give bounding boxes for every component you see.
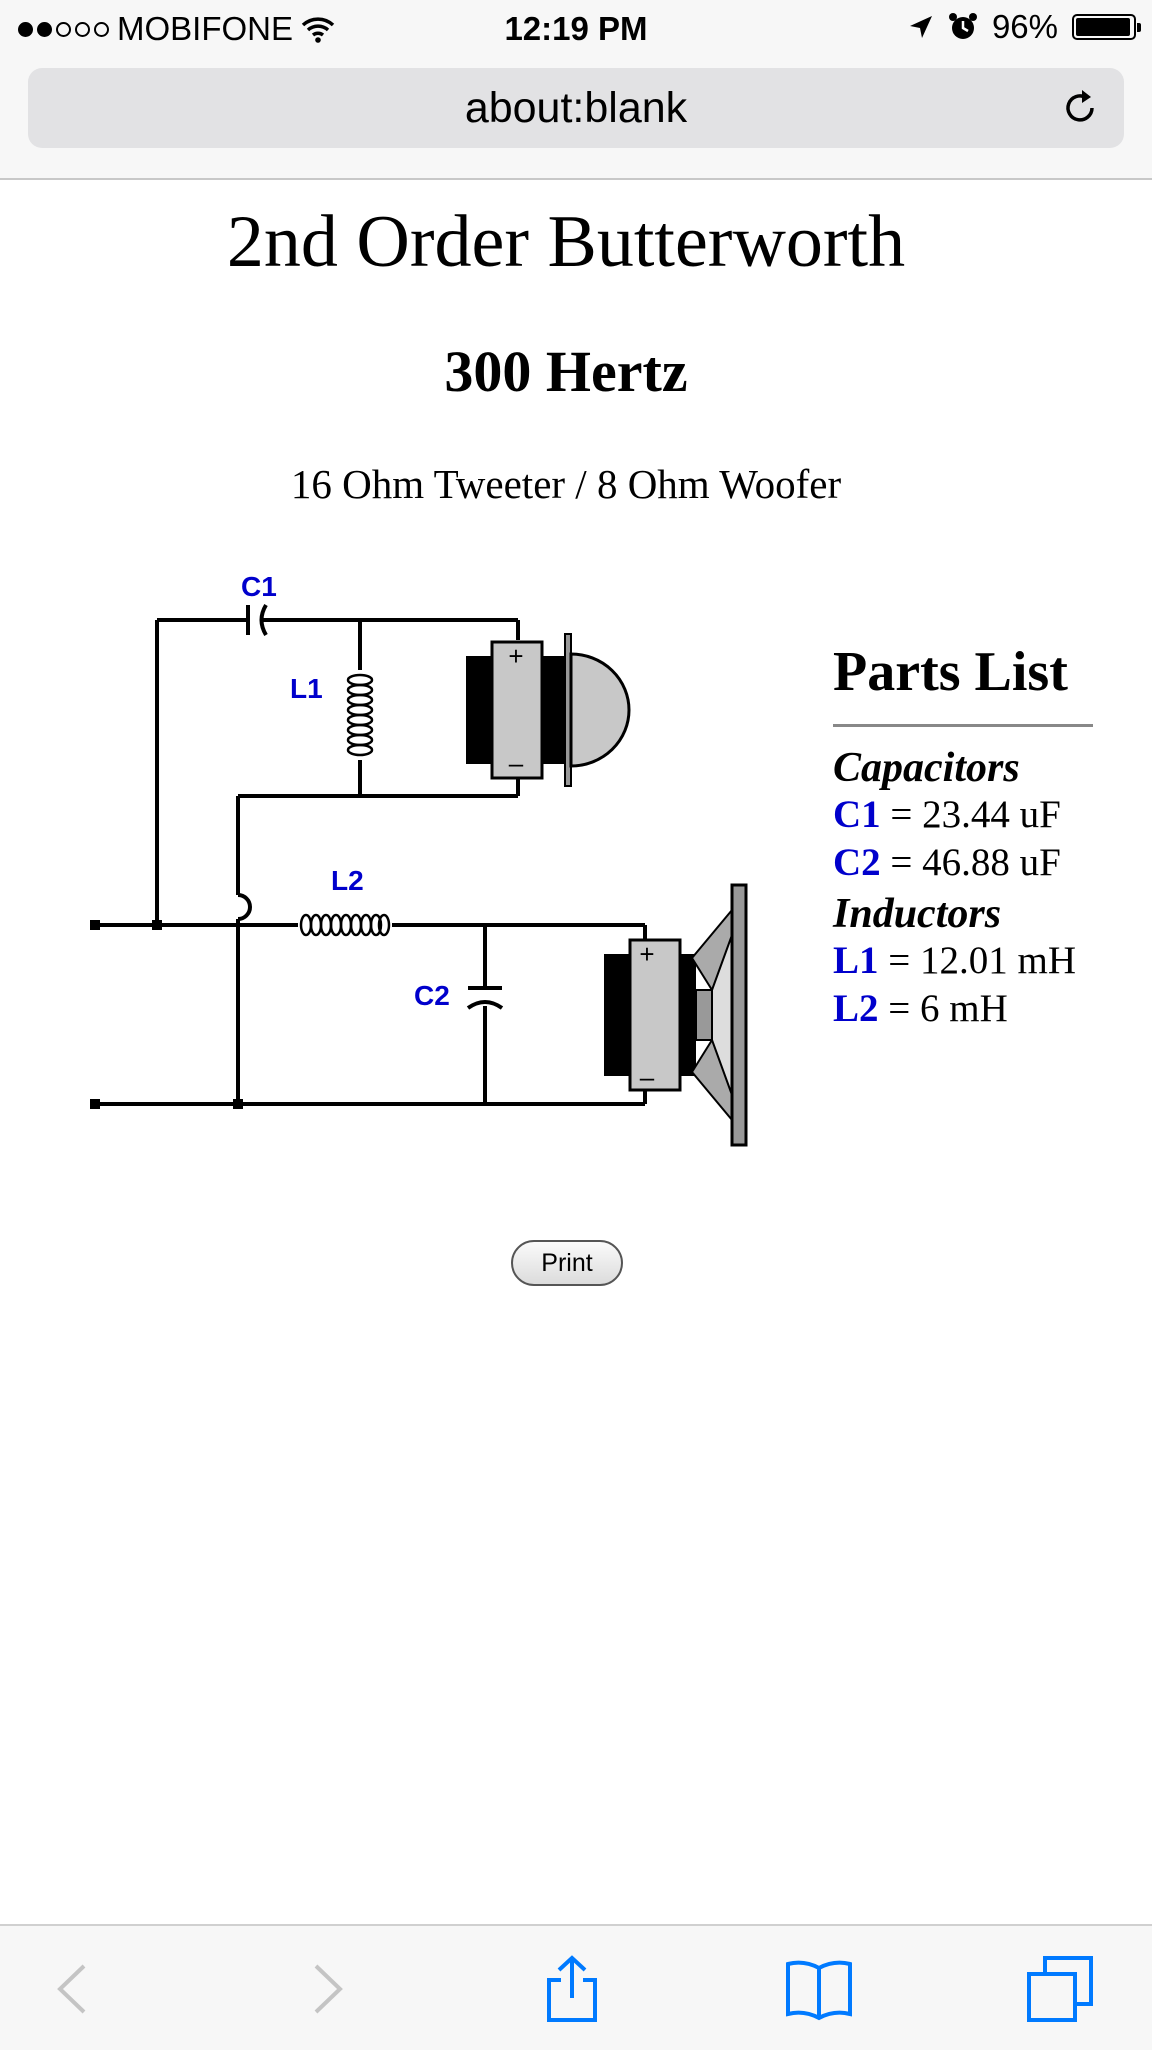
alarm-clock-icon	[948, 13, 977, 39]
input-terminal-bottom	[90, 1099, 100, 1109]
clock: 12:19 PM	[504, 10, 648, 47]
tweeter-speaker: + –	[466, 633, 631, 787]
parts-list-heading: Parts List	[833, 640, 1093, 727]
status-bar: MOBIFONE 12:19 PM 96%	[0, 0, 1152, 58]
capacitors-heading: Capacitors	[833, 745, 1020, 791]
location-arrow-icon	[909, 16, 932, 38]
inductor-l1	[346, 673, 374, 757]
bookmarks-icon[interactable]	[784, 1954, 854, 2024]
battery-percent: 96%	[991, 8, 1058, 45]
label-l2: L2	[331, 865, 364, 896]
label-c1: C1	[241, 571, 277, 602]
woofer-minus: –	[640, 1062, 655, 1092]
address-bar[interactable]: about:blank	[28, 68, 1124, 148]
crossover-schematic: + – + – C1 L1 L2 C2	[90, 571, 748, 1147]
label-l1: L1	[290, 673, 323, 704]
part-row-l2: L2 = 6 mH	[833, 987, 1008, 1030]
tabs-icon[interactable]	[1025, 1954, 1095, 2024]
share-icon[interactable]	[537, 1954, 607, 2024]
schematic-wires	[95, 618, 647, 1106]
capacitor-c1	[246, 603, 268, 637]
tweeter-plus: +	[508, 641, 523, 671]
status-right: 96%	[908, 8, 1141, 46]
tweeter-minus: –	[509, 748, 524, 778]
battery-icon	[1072, 14, 1141, 40]
junction	[233, 1099, 243, 1109]
part-row-l1: L1 = 12.01 mH	[833, 939, 1077, 982]
parts-list: Parts List Capacitors C1 = 23.44 uF C2 =…	[833, 640, 1093, 1033]
inductors-heading: Inductors	[833, 891, 1002, 937]
input-terminal-top	[90, 920, 100, 930]
label-c2: C2	[414, 980, 450, 1011]
woofer-speaker: + –	[604, 883, 748, 1147]
capacitor-c2	[466, 986, 504, 1010]
part-row-c1: C1 = 23.44 uF	[833, 793, 1061, 836]
inductor-l2	[299, 913, 391, 937]
print-button[interactable]: Print	[511, 1240, 623, 1286]
carrier-group: MOBIFONE	[18, 10, 335, 48]
signal-dots-icon	[18, 21, 109, 37]
back-icon[interactable]	[40, 1954, 110, 2024]
url-text[interactable]: about:blank	[464, 84, 688, 132]
browser-chrome: about:blank	[0, 58, 1152, 180]
reload-icon[interactable]	[1058, 86, 1102, 130]
page-title: 2nd Order Butterworth	[226, 201, 906, 283]
browser-toolbar	[0, 1924, 1152, 2050]
frequency-heading: 300 Hertz	[444, 339, 688, 404]
wifi-icon	[301, 17, 335, 43]
junction	[152, 920, 162, 930]
driver-description: 16 Ohm Tweeter / 8 Ohm Woofer	[290, 461, 842, 507]
carrier-name: MOBIFONE	[117, 10, 294, 47]
forward-icon[interactable]	[290, 1954, 360, 2024]
part-row-c2: C2 = 46.88 uF	[833, 841, 1061, 884]
woofer-plus: +	[639, 939, 654, 969]
